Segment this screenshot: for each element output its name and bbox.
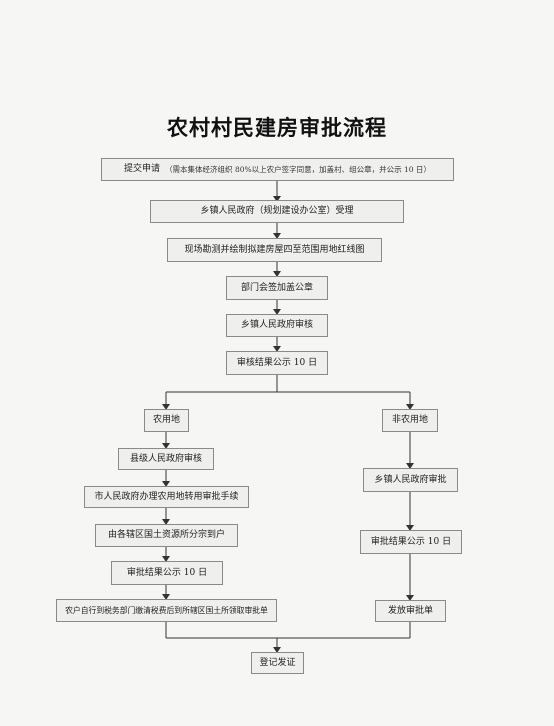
survey-text: 现场勘测并绘制拟建房屋四至范围用地红线图	[184, 244, 365, 255]
left-publicity: 审批结果公示 10 日	[111, 561, 223, 585]
branch-merge	[166, 637, 410, 653]
main-connectors	[273, 181, 281, 392]
submit-label: 提交申请	[124, 164, 161, 174]
right-town-approve: 乡镇人民政府审批	[363, 468, 458, 492]
step-final-register: 登记发证	[251, 652, 304, 674]
left-tax: 农户自行到税务部门缴清税费后到所辖区国土所领取审批单	[56, 599, 277, 622]
right-head-text: 非农用地	[391, 415, 428, 425]
page-title: 农村村民建房审批流程	[167, 115, 387, 140]
city-convert-text: 市人民政府办理农用地转用审批手续	[94, 491, 239, 502]
right-publicity: 审批结果公示 10 日	[360, 530, 462, 554]
step-seal: 部门会签加盖公章	[226, 276, 328, 300]
county-review-text: 县级人民政府审核	[129, 453, 202, 464]
tax-text: 农户自行到税务部门缴清税费后到所辖区国土所领取审批单	[65, 605, 268, 615]
town-review-text: 乡镇人民政府审核	[240, 320, 313, 330]
left-head-text: 农用地	[152, 415, 180, 425]
right-branch-head: 非农用地	[382, 409, 438, 432]
step-submit-application: 提交申请 （需本集体经济组织 80%以上农户签字同意，加盖村、组公章，并公示 1…	[101, 158, 454, 181]
left-assign: 由各辖区国土资源所分宗到户	[95, 524, 238, 547]
submit-note: （需本集体经济组织 80%以上农户签字同意，加盖村、组公章，并公示 10 日）	[165, 164, 431, 174]
right-publicity-text: 审批结果公示 10 日	[370, 536, 452, 547]
right-issue: 发放审批单	[375, 600, 446, 622]
step-publicity: 审核结果公示 10 日	[226, 351, 328, 375]
accept-text: 乡镇人民政府（规划建设办公室）受理	[200, 206, 354, 216]
publicity-text: 审核结果公示 10 日	[236, 357, 318, 368]
final-text: 登记发证	[259, 657, 296, 668]
step-town-review: 乡镇人民政府审核	[226, 314, 328, 337]
town-approve-text: 乡镇人民政府审批	[374, 474, 447, 485]
left-county-review: 县级人民政府审核	[118, 448, 214, 470]
left-branch-head: 农用地	[144, 409, 189, 432]
left-city-convert: 市人民政府办理农用地转用审批手续	[84, 486, 249, 508]
branch-split	[162, 391, 414, 410]
step-accept: 乡镇人民政府（规划建设办公室）受理	[150, 200, 404, 223]
seal-text: 部门会签加盖公章	[240, 282, 313, 293]
left-publicity-text: 审批结果公示 10 日	[126, 567, 208, 578]
left-connectors	[162, 432, 170, 638]
issue-text: 发放审批单	[387, 605, 433, 616]
right-connectors	[406, 432, 414, 638]
step-survey: 现场勘测并绘制拟建房屋四至范围用地红线图	[167, 238, 382, 262]
assign-text: 由各辖区国土资源所分宗到户	[107, 530, 225, 540]
